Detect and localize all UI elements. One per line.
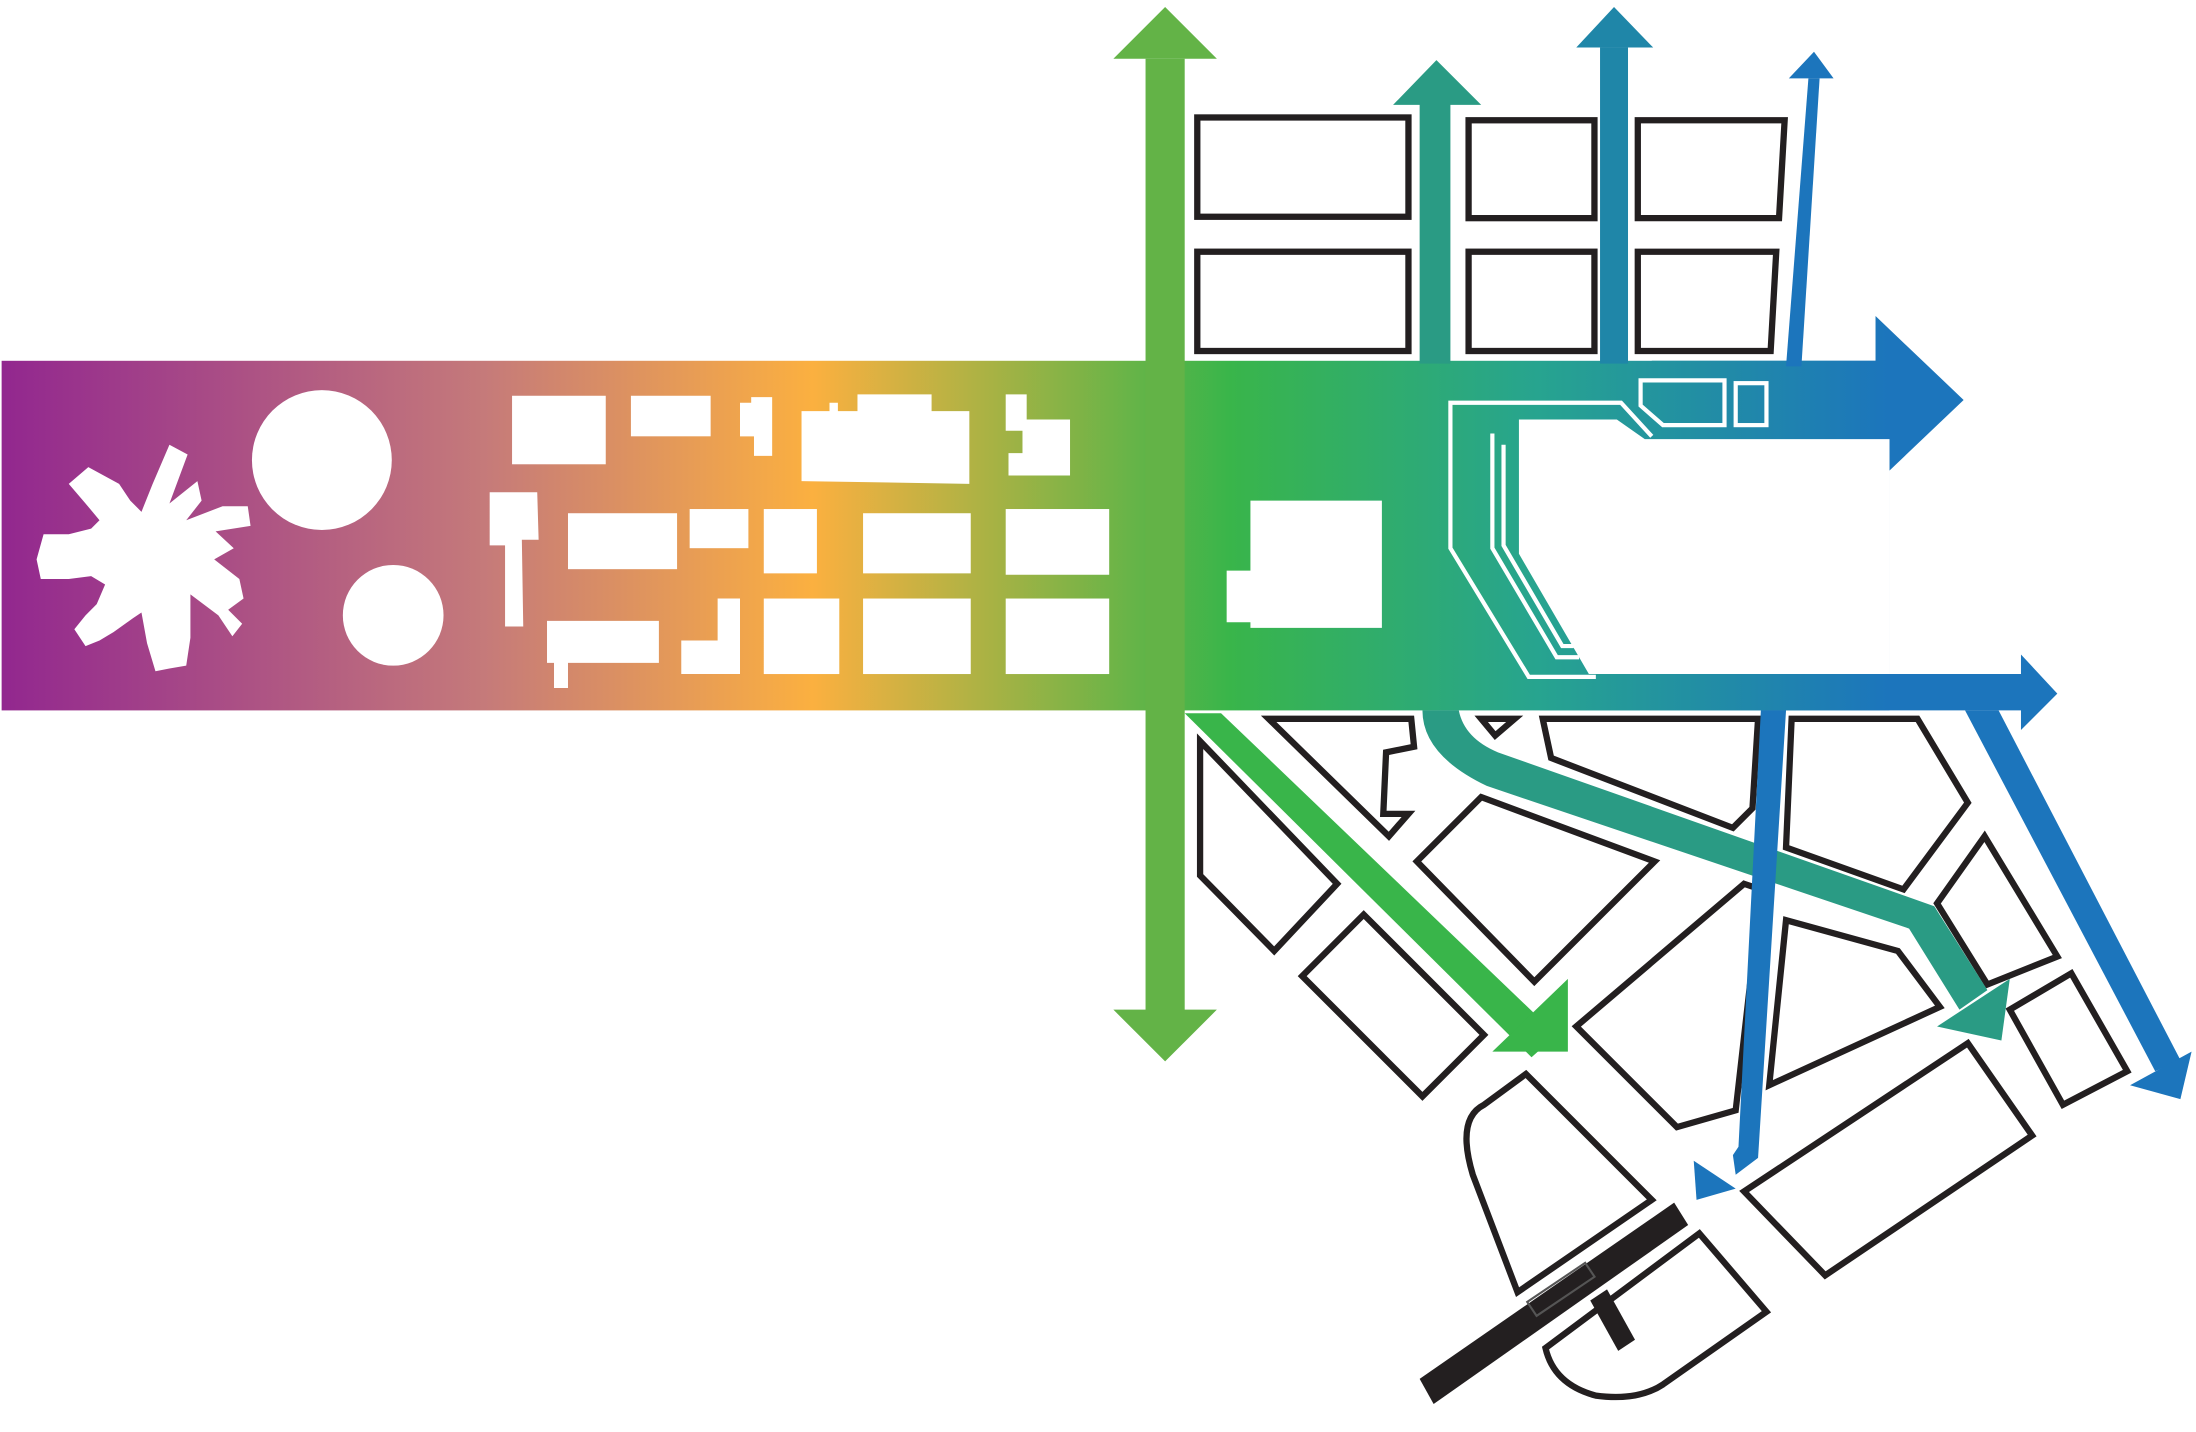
lower-building-blocks [1196,715,2132,1401]
curved-inner-line-1 [1490,433,1580,660]
lower-block [1765,916,1945,1091]
corridor-block [489,492,539,627]
corridor-block [512,395,606,465]
corridor-block-square [1226,500,1382,628]
corridor-block [740,397,773,456]
blue-descending-shaft [1732,710,1787,1175]
green-arrowhead-down [1113,1009,1217,1062]
lower-block [1933,830,2062,989]
diagonal-green-arrow-shaft [1184,713,1557,1058]
green-vertical-shaft [1145,58,1185,1013]
corridor-block [630,395,711,437]
upper-block [1194,114,1412,220]
upper-block [1634,117,1788,222]
blue-arrowhead-up [1788,51,1834,79]
black-bridge [1419,1202,1689,1405]
curved-outline-strip [1448,400,1654,679]
lower-block [1571,880,1765,1131]
teal-curved-arrow-shaft [1422,710,1988,1010]
corridor-block [763,598,840,675]
diagonal-green-arrowhead [1492,978,1568,1052]
corridor-block [863,513,971,574]
upper-arrows [1393,6,1834,367]
upper-building-blocks [1194,114,1788,355]
vertical-green-axis [1113,6,1217,1062]
blue-descending-arrowhead [1693,1160,1736,1200]
corridor-block [681,598,740,675]
blue-diagonal-arrowhead [2130,1051,2192,1100]
teal-vertical-shaft [1419,103,1451,364]
corridor-block [1005,598,1110,675]
lower-block [1297,910,1489,1101]
curved-inner-line-2 [1501,444,1574,649]
lower-block [2005,968,2132,1109]
flow-arrows [1184,710,2192,1200]
star-building [36,444,251,672]
upper-block [1465,117,1598,222]
bridge-pier [1590,1289,1635,1351]
corridor-buildings [36,378,1890,689]
lower-block-rounded [1463,1069,1657,1298]
blue-diagonal-shaft [1965,710,2181,1072]
corridor-block [801,394,970,484]
lower-block-rounded [1541,1229,1772,1401]
round-building-large [251,390,392,531]
upper-block [1465,248,1598,355]
corridor-block [547,620,659,689]
small-block [1733,381,1769,428]
corridor-block [689,509,749,549]
lower-block [1782,715,1972,894]
corridor-arrow-lower [1539,654,2058,730]
lower-block [1412,793,1661,987]
corridor-block [763,509,817,574]
teal-arrowhead-up [1393,60,1482,105]
teal-curved-arrowhead [1937,978,2010,1041]
bridge-inner-strip [1525,1261,1597,1318]
lower-block [1538,715,1762,832]
lower-block [1474,715,1524,741]
teal-blue-vertical-shaft [1600,47,1629,364]
upper-block [1194,248,1412,355]
corridor-block [567,513,678,570]
upper-block [1634,248,1780,355]
corridor-block [1005,394,1071,476]
corridor-block [1005,509,1110,575]
lower-block [1196,733,1342,956]
small-block [1638,378,1727,428]
teal-blue-arrowhead-up [1576,6,1654,48]
blue-vertical-shaft [1786,78,1820,367]
curved-white-block [1518,419,1890,675]
corridor-block [863,598,971,675]
round-building-small [342,564,444,666]
lower-block [1739,1038,2037,1280]
lower-block [1260,715,1418,841]
green-arrowhead-up [1113,6,1217,59]
